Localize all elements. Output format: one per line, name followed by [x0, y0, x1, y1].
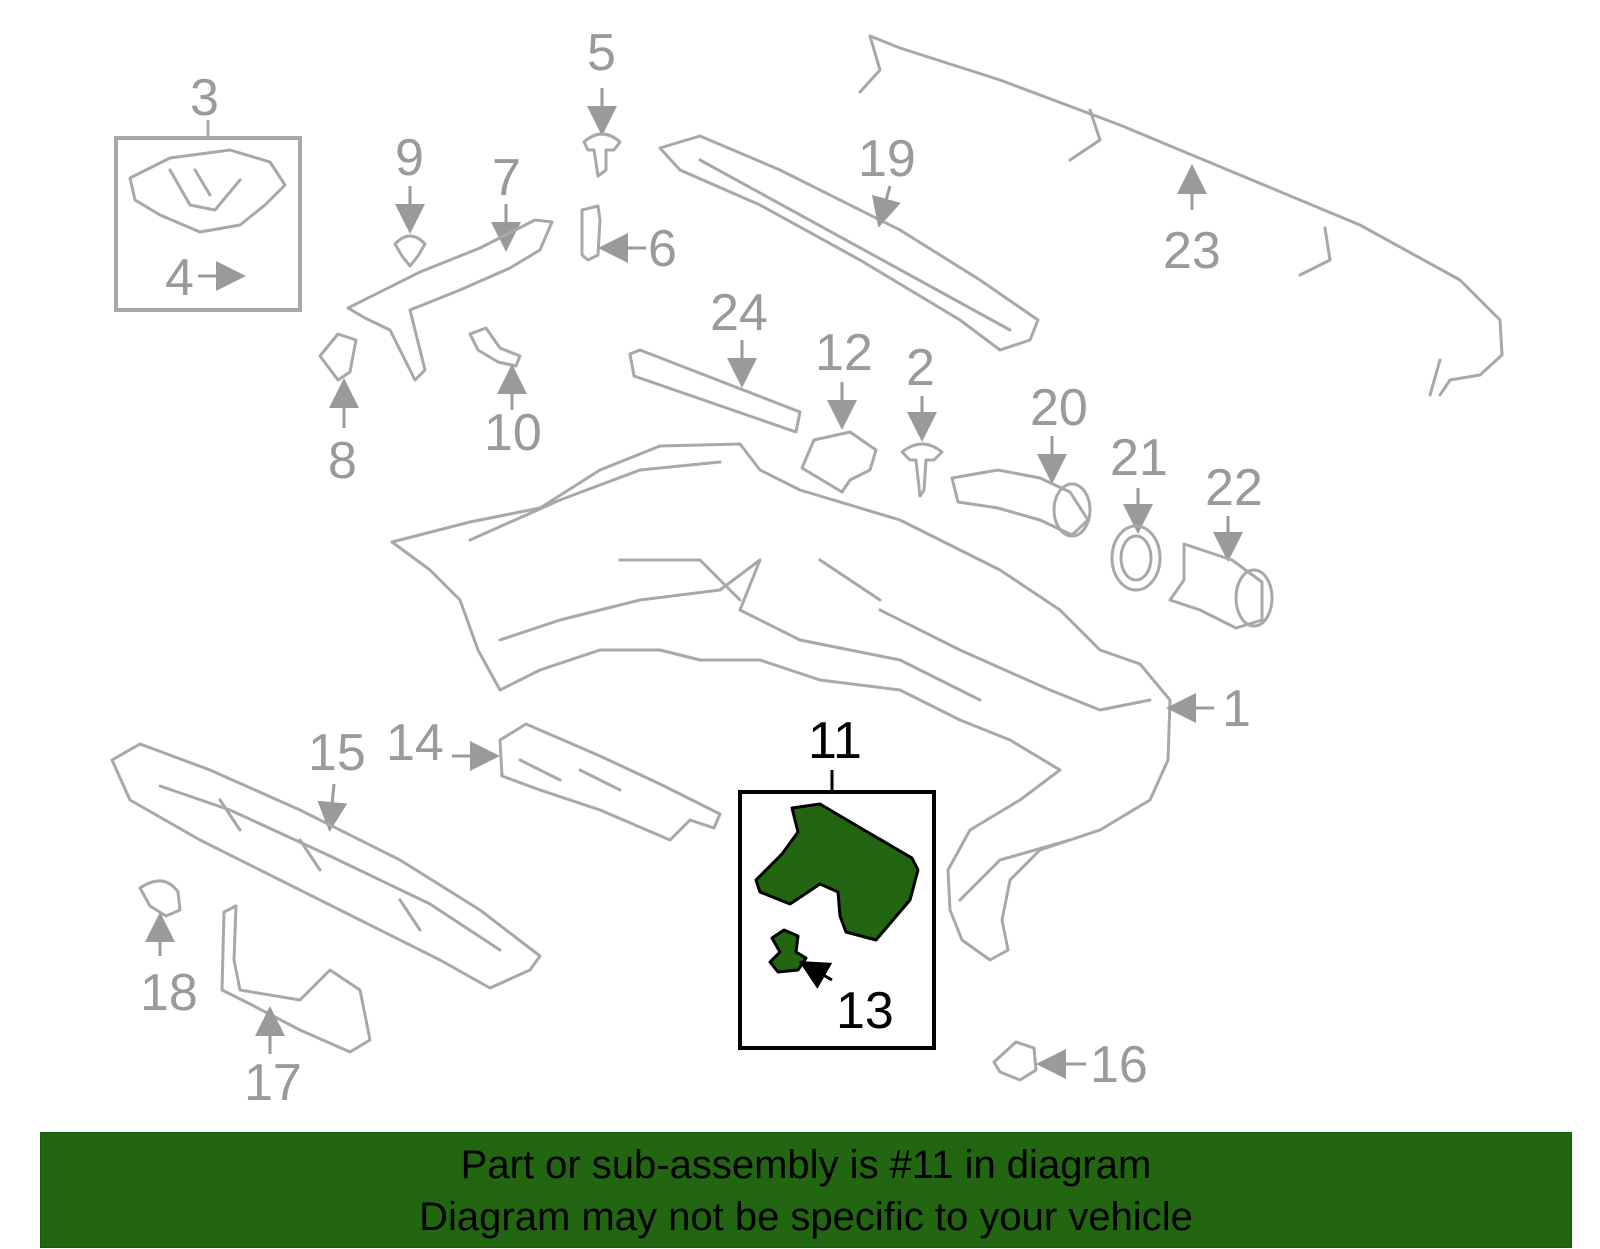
callout-23: 23 [1163, 222, 1221, 280]
part-12-cover [800, 430, 878, 494]
part-22-holder-opening [1234, 568, 1274, 628]
part-21-group: 21 [1110, 429, 1168, 592]
part-15-absorber [110, 742, 542, 990]
part-20-sensor [950, 468, 1090, 537]
callout-2: 2 [906, 339, 935, 397]
part-1-bumper-cover [390, 442, 1172, 962]
part-12-group: 12 [800, 324, 878, 494]
part-24-group: 24 [628, 284, 802, 434]
part-17-group: 17 [220, 904, 372, 1112]
part-13-fastener [768, 928, 808, 974]
part-23-harness [858, 34, 1504, 397]
callout-8: 8 [328, 432, 357, 490]
part-22-holder [1168, 542, 1264, 630]
callout-4: 4 [165, 249, 194, 307]
part-5-clip [582, 132, 622, 178]
part-11-bracket [754, 802, 920, 942]
part-8-group: 8 [318, 332, 359, 490]
part-18-group: 18 [138, 879, 198, 1022]
part-3-shape [128, 148, 287, 234]
callout-1: 1 [1222, 680, 1251, 738]
banner-line-1: Part or sub-assembly is #11 in diagram [460, 1143, 1152, 1187]
part-20-group: 20 [950, 379, 1092, 538]
part-6-group: 6 [580, 204, 677, 278]
callout-11: 11 [808, 712, 862, 770]
part-9-group: 9 [393, 129, 427, 268]
callout-6: 6 [648, 220, 677, 278]
part-7-bracket [346, 218, 554, 382]
part-2-group: 2 [900, 339, 944, 498]
callout-21: 21 [1110, 429, 1168, 487]
callout-19: 19 [858, 130, 916, 188]
part-8-clip [318, 332, 358, 382]
callout-13: 13 [836, 982, 894, 1040]
callout-9: 9 [395, 129, 424, 187]
part-14-group: 14 [386, 714, 722, 842]
part-11-group[interactable]: 11 13 [738, 712, 936, 1050]
part-23-group: 23 [858, 34, 1504, 397]
part-15-group: 15 [110, 724, 542, 990]
parts-diagram: 3 4 5 6 9 7 8 10 19 [110, 24, 1504, 1112]
part-7-group: 7 [346, 149, 554, 382]
callout-3: 3 [190, 69, 219, 127]
part-6-fastener [580, 204, 602, 262]
part-21-ring-inner [1119, 534, 1153, 582]
part-5-group: 5 [582, 24, 622, 178]
part-21-ring [1110, 524, 1162, 592]
part-16-clip [992, 1040, 1038, 1082]
callout-20: 20 [1030, 379, 1088, 437]
part-22-group: 22 [1168, 459, 1274, 630]
part-2-clip [900, 442, 944, 498]
callout-10: 10 [484, 404, 542, 462]
part-14-bracket [498, 722, 722, 842]
callout-7: 7 [492, 149, 521, 207]
part-16-group: 16 [992, 1036, 1148, 1094]
part-17-bracket [220, 904, 372, 1054]
part-19-reinforcement [658, 134, 1040, 352]
part-10-bolt [468, 326, 522, 368]
callout-14: 14 [386, 714, 444, 772]
callout-18: 18 [140, 964, 198, 1022]
callout-16: 16 [1090, 1036, 1148, 1094]
callout-15: 15 [308, 724, 366, 782]
part-20-sensor-face [1052, 482, 1092, 538]
part-10-group: 10 [468, 326, 542, 462]
part-1-group: 1 [390, 442, 1251, 962]
info-banner: Part or sub-assembly is #11 in diagram D… [40, 1132, 1572, 1248]
part-3-group: 3 4 [114, 69, 302, 312]
callout-17: 17 [244, 1054, 302, 1112]
callout-24: 24 [710, 284, 768, 342]
part-19-group: 19 [658, 130, 1040, 352]
part-9-clip [393, 234, 427, 268]
part-24-strip [628, 348, 802, 434]
callout-22: 22 [1205, 459, 1263, 517]
banner-line-2: Diagram may not be specific to your vehi… [419, 1195, 1193, 1239]
callout-5: 5 [587, 24, 616, 82]
callout-12: 12 [815, 324, 873, 382]
part-11-box [738, 790, 936, 1050]
part-18-clip [138, 879, 182, 918]
